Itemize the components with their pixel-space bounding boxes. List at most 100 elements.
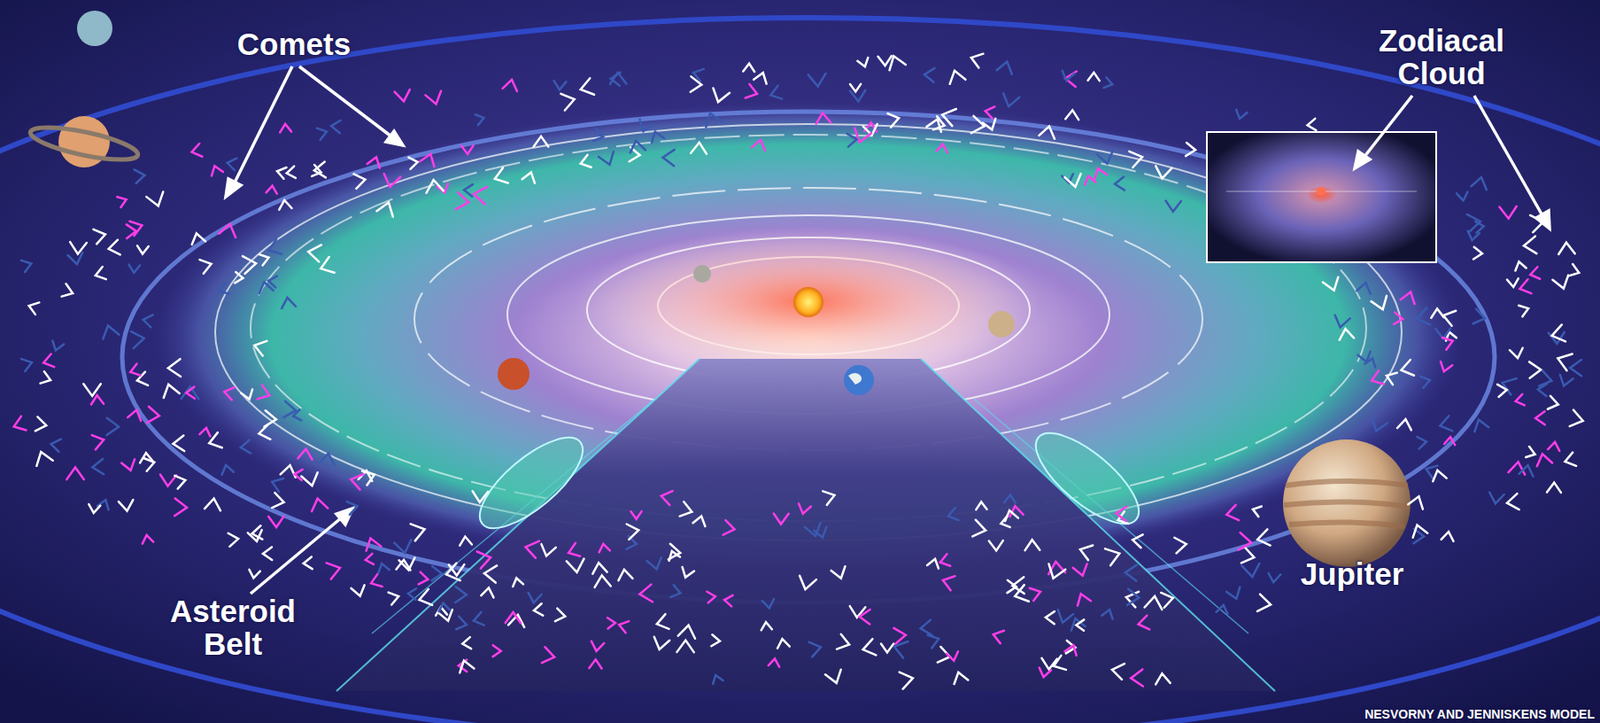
dust-chevron	[266, 239, 282, 257]
dust-chevron	[711, 633, 720, 647]
dust-chevron	[742, 62, 755, 71]
dust-chevron	[309, 496, 329, 511]
dust-chevron	[49, 437, 62, 452]
dust-chevron	[1237, 532, 1253, 551]
dust-chevron	[160, 381, 179, 398]
dust-chevron	[1044, 563, 1066, 580]
dust-chevron	[617, 568, 634, 580]
dust-chevron	[1216, 603, 1230, 614]
dust-chevron	[1128, 148, 1144, 168]
dust-chevron	[524, 538, 540, 558]
dust-chevron	[1507, 460, 1526, 475]
dust-chevron	[533, 136, 549, 147]
dust-chevron	[262, 546, 272, 560]
dust-chevron	[940, 572, 955, 590]
dust-chevron	[1306, 118, 1316, 132]
dust-chevron	[92, 458, 104, 475]
dust-chevron	[462, 636, 472, 650]
dust-chevron	[1558, 241, 1576, 255]
dust-chevron	[881, 643, 894, 653]
dust-chevron	[1358, 351, 1374, 364]
dust-chevron	[566, 542, 581, 560]
dust-chevron	[1397, 417, 1413, 430]
dust-chevron	[1115, 505, 1127, 521]
dust-chevron	[252, 338, 267, 356]
dust-chevron	[217, 283, 229, 297]
dust-chevron	[639, 584, 653, 603]
dust-chevron	[293, 468, 302, 480]
dust-chevron	[651, 636, 670, 651]
dust-chevron	[891, 637, 908, 658]
dust-chevron	[1409, 522, 1428, 538]
dust-chevron	[710, 87, 730, 104]
dust-chevron	[1471, 417, 1489, 432]
dust-chevron	[971, 115, 986, 135]
dust-chevron	[1088, 72, 1100, 81]
dust-chevron	[1039, 124, 1058, 140]
dust-chevron	[1332, 315, 1351, 330]
dust-chevron	[1105, 544, 1122, 565]
dust-chevron	[480, 586, 495, 597]
dust-chevron	[936, 143, 949, 153]
dust-chevron	[143, 455, 156, 471]
dust-chevron	[26, 299, 39, 315]
dust-chevron	[129, 217, 144, 236]
dust-chevron	[181, 386, 200, 399]
dust-chevron	[93, 266, 107, 282]
dust-chevron	[1101, 607, 1115, 619]
dust-chevron	[579, 154, 592, 171]
dust-chevron	[745, 84, 760, 101]
dust-chevron	[1441, 308, 1456, 326]
dust-chevron	[1437, 361, 1453, 373]
dust-chevron	[809, 639, 823, 657]
dust-chevron	[140, 533, 154, 544]
dust-chevron	[240, 388, 256, 401]
dust-chevron	[1471, 175, 1490, 190]
model-credit: NESVORNY AND JENNISKENS MODEL	[1364, 707, 1595, 721]
dust-chevron	[92, 226, 107, 244]
dust-chevron	[1442, 334, 1455, 350]
dust-chevron	[1538, 370, 1554, 388]
dust-chevron	[1153, 165, 1172, 179]
dust-chevron	[502, 77, 520, 92]
dust-chevron	[1322, 277, 1342, 294]
dust-chevron	[662, 149, 674, 167]
dust-chevron	[982, 118, 999, 132]
dust-chevron	[878, 55, 893, 66]
dust-chevron	[1444, 436, 1456, 446]
dust-chevron	[41, 353, 55, 369]
dust-chevron	[589, 641, 604, 652]
dust-chevron	[1075, 618, 1084, 631]
dust-chevron	[1051, 655, 1067, 673]
dust-chevron	[1136, 615, 1150, 632]
dust-chevron	[607, 617, 616, 629]
dust-chevron	[690, 76, 703, 93]
dust-chevron	[259, 251, 271, 265]
dust-chevron	[859, 609, 871, 625]
dust-chevron	[655, 613, 670, 632]
dust-chevron	[1430, 308, 1445, 318]
dust-chevron	[1226, 587, 1244, 602]
zodiacal-cloud-label: Zodiacal Cloud	[1352, 24, 1531, 91]
dust-chevron	[174, 473, 187, 489]
dust-chevron	[228, 532, 240, 547]
dust-chevron	[1110, 661, 1125, 680]
dust-chevron	[598, 151, 618, 168]
dust-chevron	[670, 584, 682, 599]
dust-chevron	[1514, 394, 1524, 407]
dust-chevron	[702, 110, 723, 128]
dust-chevron	[594, 574, 611, 588]
dust-chevron	[626, 535, 638, 551]
dust-chevron	[1091, 166, 1107, 179]
dust-chevron	[591, 561, 608, 573]
dust-chevron	[1267, 572, 1281, 583]
dust-chevron	[271, 492, 286, 510]
dust-chevron	[678, 623, 697, 639]
dust-chevron	[418, 571, 430, 586]
dust-chevron	[280, 296, 296, 309]
dust-chevron	[425, 178, 444, 194]
dust-chevron	[991, 627, 1005, 643]
dust-chevron	[1529, 266, 1540, 280]
dust-chevron	[189, 231, 206, 245]
dust-chevron	[256, 280, 273, 294]
